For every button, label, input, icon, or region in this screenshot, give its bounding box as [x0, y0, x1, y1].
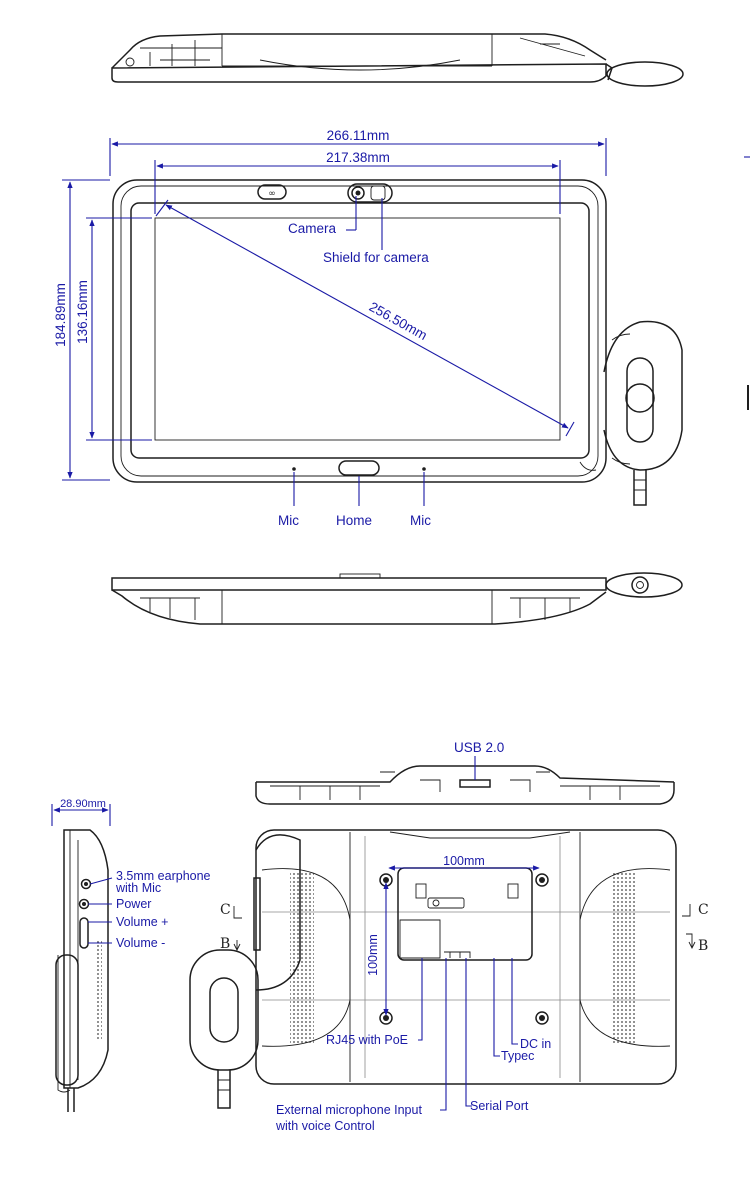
camera-label: Camera — [288, 221, 337, 236]
section-c-right: C — [698, 902, 709, 918]
edge-marks — [744, 156, 750, 410]
front-dimensions: 266.11mm 217.38mm 184.89mm 136.16mm 256.… — [53, 128, 607, 481]
earphone-label-line2: with Mic — [115, 881, 161, 895]
volume-up-label: Volume + — [116, 915, 168, 929]
typec-label: Typec — [501, 1049, 534, 1063]
screen-width-label: 217.38mm — [326, 150, 390, 165]
section-c-left: C — [220, 902, 231, 918]
power-label: Power — [116, 897, 151, 911]
screen-height-label: 136.16mm — [75, 280, 90, 344]
usb-label: USB 2.0 — [454, 740, 504, 755]
volume-down-label: Volume - — [116, 936, 165, 950]
svg-text:∞: ∞ — [268, 189, 276, 199]
ext-mic-label-line1: External microphone Input — [276, 1103, 422, 1117]
vesa-width-label: 100mm — [443, 854, 485, 868]
shield-label: Shield for camera — [323, 250, 429, 265]
earphone-label-line1: 3.5mm earphone — [116, 869, 211, 883]
vesa-height-label: 100mm — [366, 934, 380, 976]
side-thickness-label: 28.90mm — [60, 798, 106, 810]
rear-view: 100mm 100mm C B C B — [189, 829, 709, 1109]
section-b-left: B — [220, 936, 230, 952]
side-view: 28.90mm 3.5mm earphone with Mic Power Vo… — [51, 798, 211, 1112]
front-view: ∞ — [112, 179, 683, 506]
overall-width-label: 266.11mm — [327, 128, 390, 143]
section-b-right: B — [698, 938, 708, 954]
top-view — [111, 33, 684, 87]
mic-right-label: Mic — [410, 513, 431, 528]
bottom-view — [111, 572, 683, 625]
rj45-label: RJ45 with PoE — [326, 1033, 408, 1047]
dc-in-label: DC in — [520, 1037, 551, 1051]
rear-top-view: USB 2.0 — [255, 740, 675, 805]
front-callouts: Camera Shield for camera Mic Home Mic — [278, 196, 431, 528]
serial-label: Serial Port — [470, 1099, 529, 1113]
mic-left-label: Mic — [278, 513, 299, 528]
overall-height-label: 184.89mm — [53, 283, 68, 347]
rear-callouts: RJ45 with PoE External microphone Input … — [275, 958, 551, 1133]
ext-mic-label-line2: with voice Control — [275, 1119, 375, 1133]
home-label: Home — [336, 513, 372, 528]
